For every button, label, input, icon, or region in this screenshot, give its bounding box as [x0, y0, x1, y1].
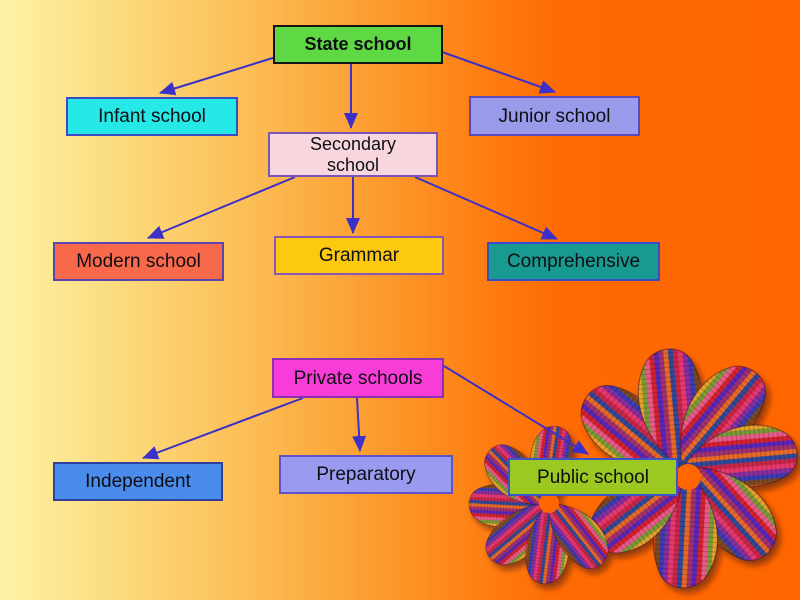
- edge-secondary-modern: [147, 176, 296, 239]
- node-modern-school: Modern school: [53, 242, 224, 281]
- edge-state-junior: [441, 51, 556, 94]
- node-label-line1: Secondary: [309, 133, 397, 154]
- edge-private-public: [443, 365, 589, 455]
- edge-secondary-comprehensive: [414, 176, 558, 240]
- edge-private-preparatory: [352, 397, 367, 452]
- node-label: Public school: [537, 466, 649, 488]
- node-private-schools: Private schools: [272, 358, 444, 398]
- node-state-school: State school: [273, 25, 443, 64]
- node-label: Junior school: [498, 105, 611, 127]
- node-grammar: Grammar: [274, 236, 444, 275]
- node-label: Infant school: [98, 106, 206, 127]
- node-junior-school: Junior school: [469, 96, 640, 136]
- edge-state-infant: [159, 56, 277, 96]
- node-public-school: Public school: [508, 458, 678, 496]
- node-label: State school: [304, 34, 412, 54]
- node-label: Private schools: [293, 367, 423, 389]
- edge-private-independent: [142, 397, 304, 460]
- node-secondary-school: Secondary school: [268, 132, 438, 177]
- node-comprehensive: Comprehensive: [487, 242, 660, 281]
- node-preparatory: Preparatory: [279, 455, 453, 494]
- node-label: Modern school: [76, 251, 201, 272]
- node-label: Grammar: [318, 245, 400, 266]
- node-label-line2: school: [326, 154, 380, 175]
- node-independent: Independent: [53, 462, 223, 501]
- node-infant-school: Infant school: [66, 97, 238, 136]
- flower-decoration: [467, 345, 800, 591]
- node-label: Comprehensive: [506, 251, 641, 272]
- diagram-edges: [142, 51, 589, 460]
- node-label: Independent: [85, 471, 191, 492]
- node-label: Preparatory: [316, 464, 416, 485]
